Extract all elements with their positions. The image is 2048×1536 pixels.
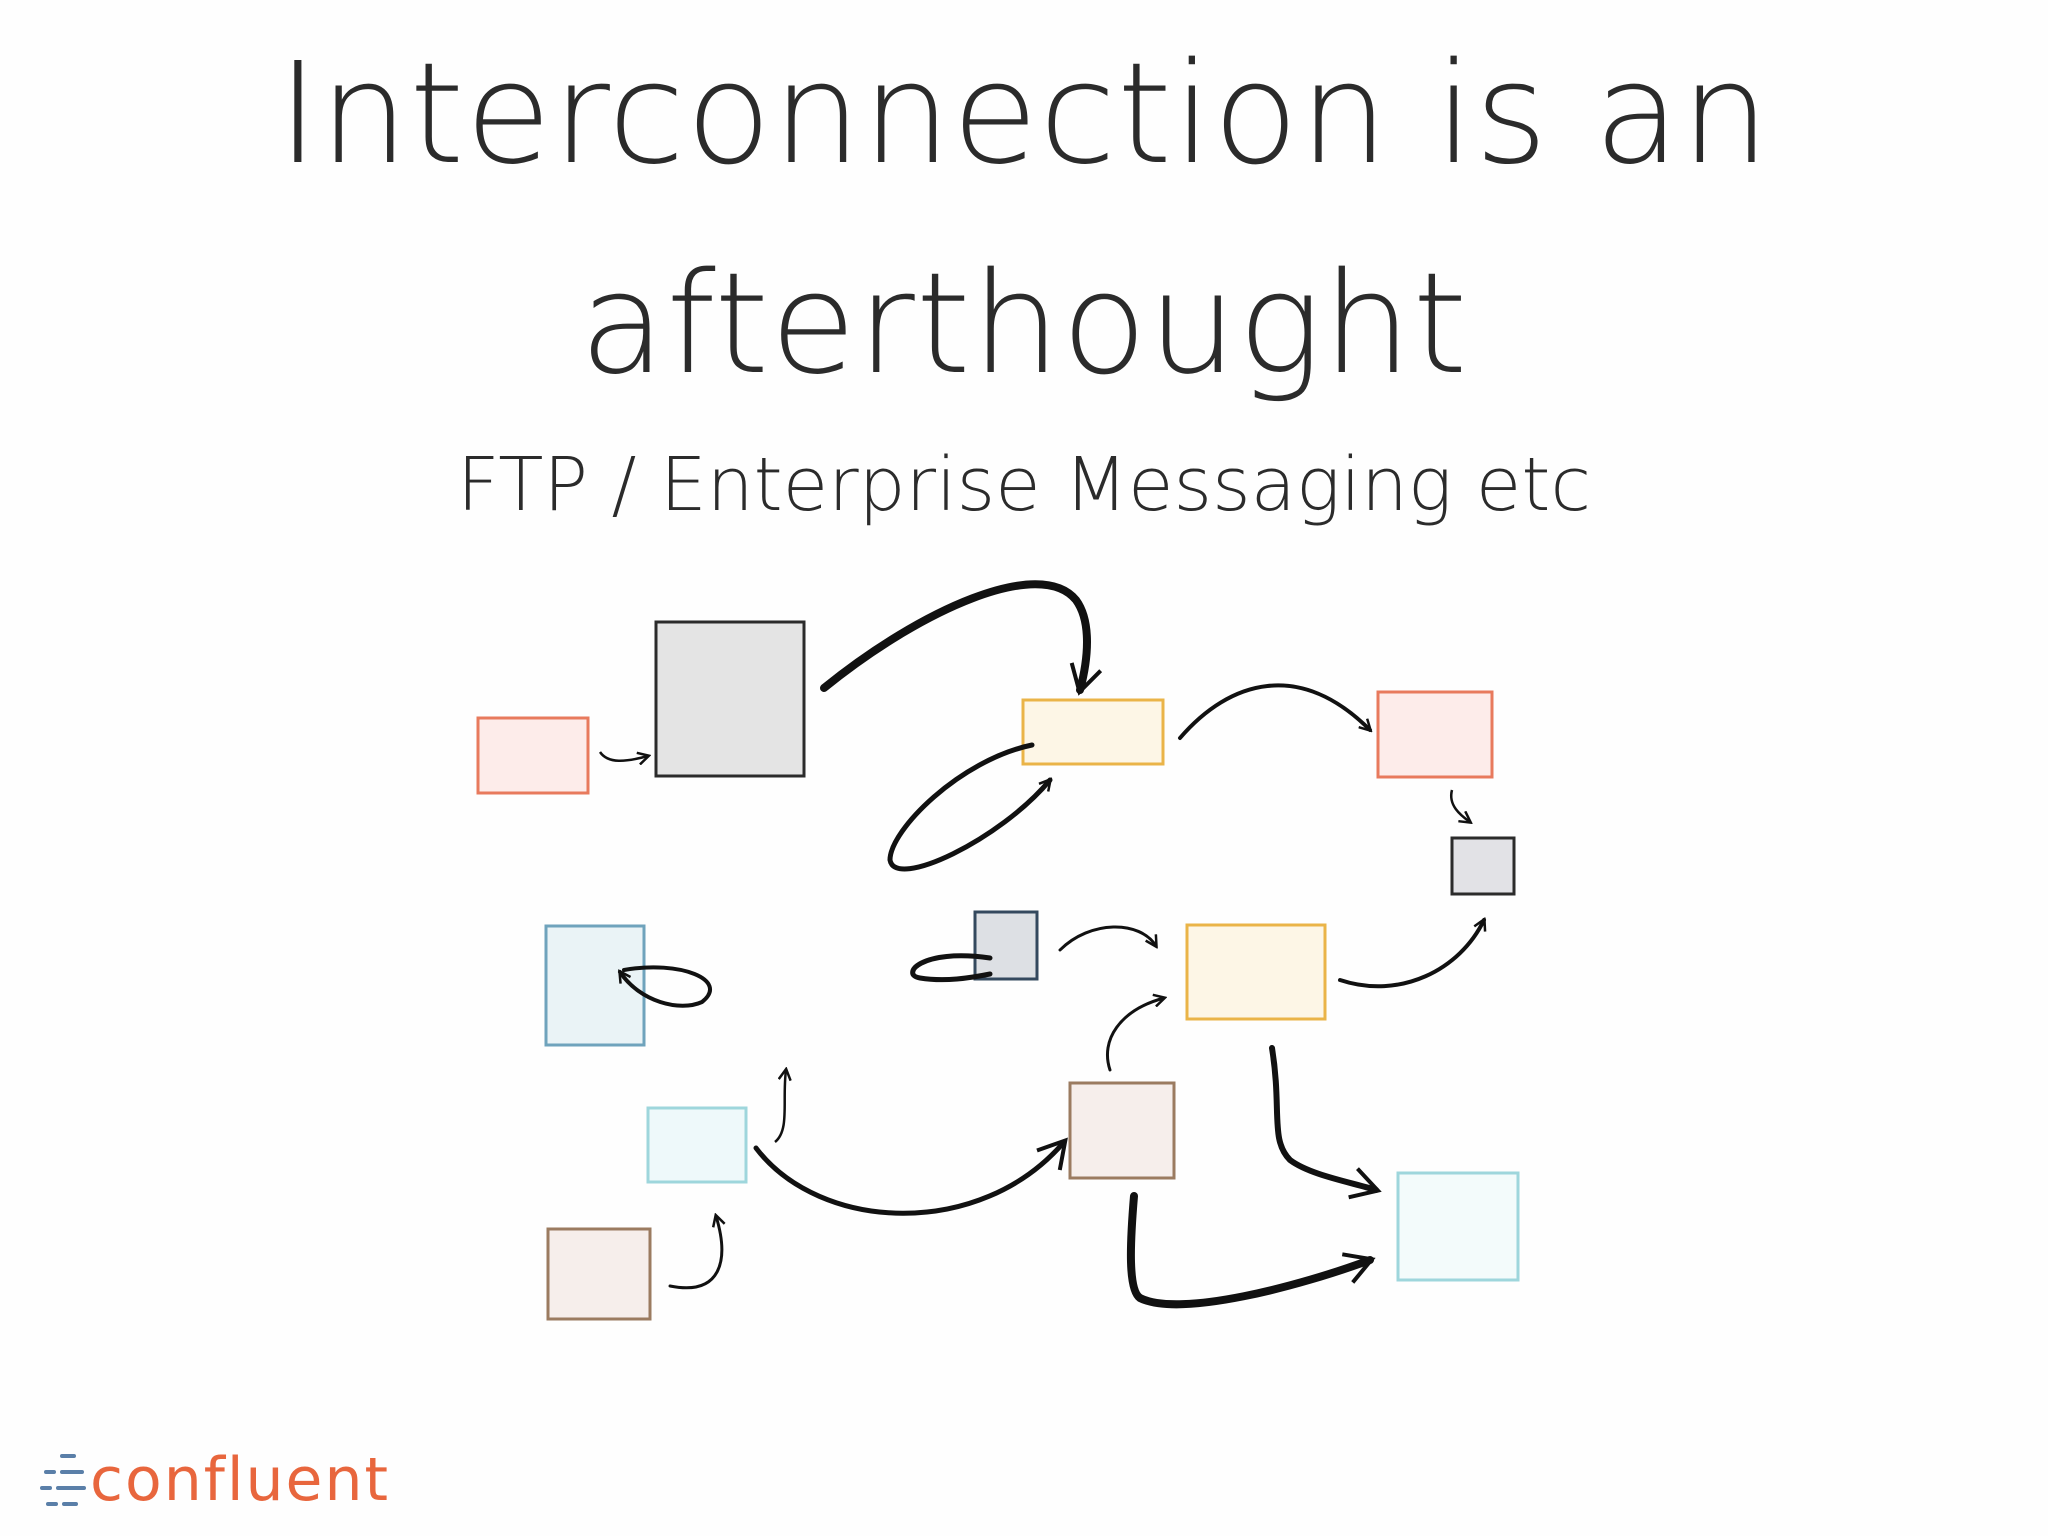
- confluent-logo: confluent: [40, 1440, 390, 1520]
- connection-arrow: [668, 1216, 722, 1290]
- title-line-1: Interconnection is an: [277, 33, 1771, 196]
- system-box-slate-small: [973, 910, 1039, 981]
- system-box-gray-small: [1450, 836, 1516, 896]
- connection-arrow: [598, 751, 648, 761]
- system-box-yellow-middle: [1185, 923, 1327, 1021]
- connection-arrow: [1269, 1045, 1382, 1200]
- connection-arrow: [620, 965, 712, 1008]
- connection-arrow: [774, 1070, 786, 1143]
- connection-arrow: [753, 1137, 1068, 1216]
- system-box-red-left: [476, 716, 590, 795]
- title-line-2: afterthought: [579, 243, 1469, 406]
- connection-arrow: [1126, 1192, 1376, 1309]
- system-box-brown-middle: [1068, 1081, 1176, 1180]
- brand-name: confluent: [90, 1445, 391, 1515]
- system-box-yellow-top: [1021, 698, 1165, 766]
- confluent-mark-icon: [40, 1454, 86, 1506]
- connection-arrow: [1105, 998, 1164, 1072]
- system-box-blue-left: [544, 924, 646, 1047]
- connection-arrow: [887, 742, 1053, 872]
- system-box-red-right: [1376, 690, 1494, 779]
- connection-arrow: [1178, 683, 1370, 740]
- system-box-cyan-left: [646, 1106, 748, 1184]
- subtitle: FTP / Enterprise Messaging etc: [456, 442, 1592, 528]
- system-box-gray-large: [654, 620, 806, 778]
- system-box-cyan-right: [1396, 1171, 1520, 1282]
- connection-arrow: [1449, 789, 1470, 822]
- connection-arrow: [1338, 920, 1484, 989]
- connection-arrow: [1058, 925, 1156, 952]
- system-box-brown-bottom: [546, 1227, 652, 1321]
- connection-arrow: [820, 580, 1103, 696]
- connection-arrow: [910, 953, 993, 983]
